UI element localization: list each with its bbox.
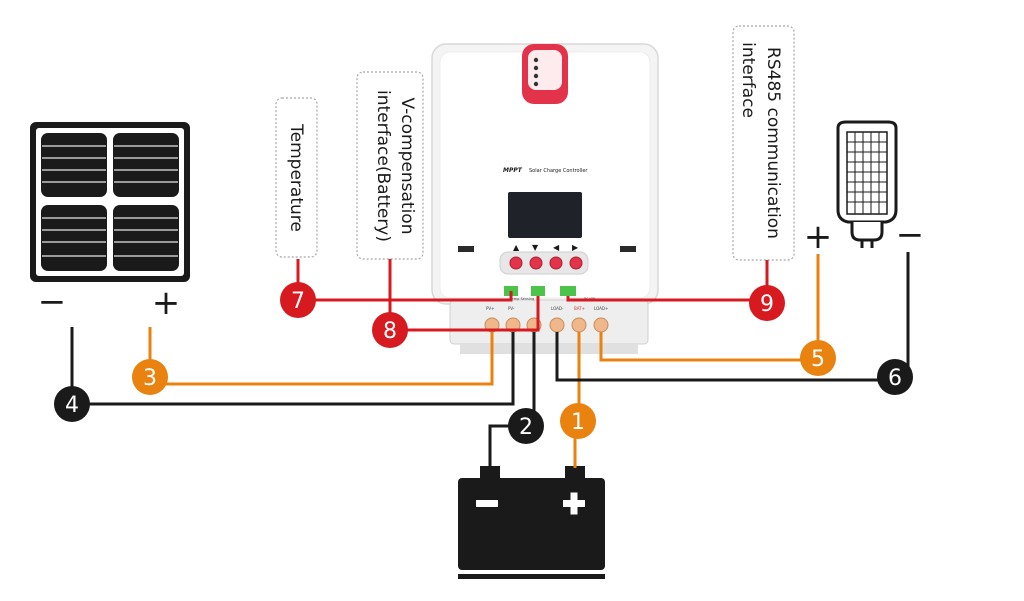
callout-4: 4 xyxy=(54,386,90,422)
right-arrow-icon: ▶ xyxy=(572,243,579,252)
v-compensation-label-line2: interface(Battery) xyxy=(373,90,393,242)
charge-controller: MPPT Solar Charge Controller ▲ ▼ ◀ ▶ PV+… xyxy=(431,43,659,354)
solar-panel-icon xyxy=(30,122,190,282)
terminal-label-pv-plus: PV+ xyxy=(486,306,495,311)
rs485-label-line2: interface xyxy=(738,42,758,118)
wire-panel-positive xyxy=(148,327,494,386)
rs485-label-box: RS485 communication interface xyxy=(732,25,795,261)
svg-text:4: 4 xyxy=(65,393,79,418)
callout-3: 3 xyxy=(132,359,168,395)
down-arrow-icon: ▼ xyxy=(532,243,539,252)
v-compensation-label-line1: V-compensation xyxy=(397,98,417,235)
wire-panel-negative xyxy=(70,327,515,406)
left-arrow-icon: ◀ xyxy=(553,243,560,252)
button-left[interactable] xyxy=(549,256,563,270)
street-lamp-icon xyxy=(836,120,898,248)
panel-plus-sign: + xyxy=(152,283,181,323)
battery-icon xyxy=(458,466,605,579)
temperature-label-box: Temperature xyxy=(275,97,318,258)
load-minus-sign: − xyxy=(896,215,925,255)
callout-6: 6 xyxy=(877,359,913,395)
load-plus-sign: + xyxy=(804,217,833,257)
button-right[interactable] xyxy=(569,256,583,270)
terminal-label-load-plus: LOAD+ xyxy=(594,306,608,311)
svg-text:2: 2 xyxy=(519,415,533,440)
wire-rs485 xyxy=(566,260,769,302)
wire-load-positive xyxy=(599,254,820,362)
terminal-label-load-minus: LOAD- xyxy=(551,306,564,311)
temperature-label: Temperature xyxy=(286,123,306,232)
wire-load-negative xyxy=(555,252,910,382)
svg-text:7: 7 xyxy=(291,289,305,314)
callout-2: 2 xyxy=(508,408,544,444)
wire-v-compensation xyxy=(388,259,540,332)
svg-text:9: 9 xyxy=(760,292,774,317)
callout-8: 8 xyxy=(372,312,408,348)
v-compensation-label-box: V-compensation interface(Battery) xyxy=(356,71,424,260)
terminal-label-bat-plus: BAT+ xyxy=(574,306,585,311)
callout-5: 5 xyxy=(800,340,836,376)
terminal-label-temp-sensing: Temp Sensing xyxy=(509,297,534,301)
panel-minus-sign: − xyxy=(38,282,67,322)
lcd-screen xyxy=(508,192,582,238)
svg-text:6: 6 xyxy=(888,366,902,391)
callout-7: 7 xyxy=(280,282,316,318)
callout-1: 1 xyxy=(560,403,596,439)
controller-subtitle: Solar Charge Controller xyxy=(529,168,588,174)
up-arrow-icon: ▲ xyxy=(513,243,520,252)
rs485-label-line1: RS485 communication xyxy=(763,47,783,239)
button-down[interactable] xyxy=(529,256,543,270)
callout-9: 9 xyxy=(749,285,785,321)
svg-text:8: 8 xyxy=(383,319,397,344)
svg-text:1: 1 xyxy=(571,410,585,435)
wire-temperature xyxy=(296,259,513,302)
svg-text:3: 3 xyxy=(143,366,157,391)
button-up[interactable] xyxy=(509,256,523,270)
svg-text:5: 5 xyxy=(811,347,825,372)
terminal-label-pv-minus: PV- xyxy=(508,306,515,311)
rs485-connector xyxy=(560,286,576,296)
v-comp-connector xyxy=(531,286,545,296)
controller-brand: MPPT xyxy=(503,167,523,174)
